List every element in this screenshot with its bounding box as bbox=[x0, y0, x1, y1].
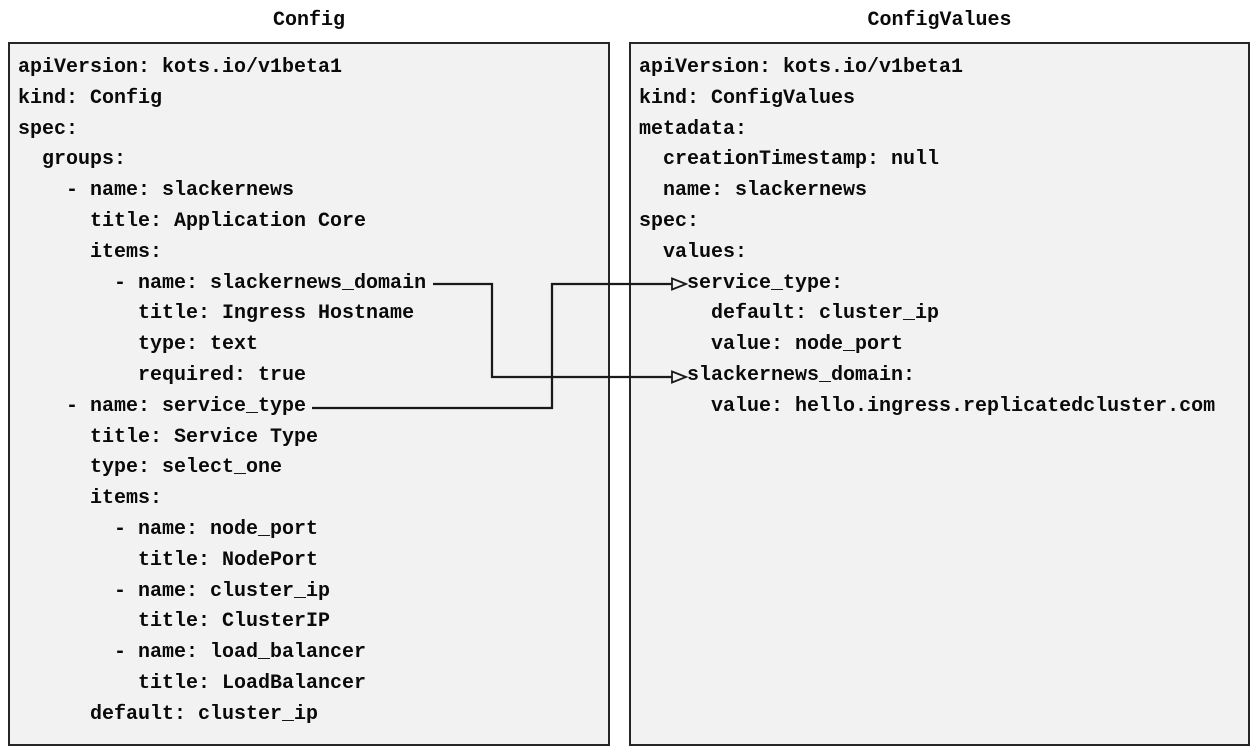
code-line: default: cluster_ip bbox=[639, 302, 940, 326]
code-line: title: Application Core bbox=[18, 209, 367, 233]
code-line: - name: cluster_ip bbox=[18, 579, 331, 603]
code-line: default: cluster_ip bbox=[18, 702, 319, 726]
code-line: title: Service Type bbox=[18, 425, 319, 449]
code-line: items: bbox=[18, 240, 163, 264]
code-line: creationTimestamp: null bbox=[639, 148, 940, 172]
code-line: type: text bbox=[18, 333, 259, 357]
code-line: required: true bbox=[18, 363, 307, 387]
code-line: name: slackernews bbox=[639, 179, 868, 203]
code-line: kind: ConfigValues bbox=[639, 86, 856, 110]
code-line: - name: slackernews bbox=[18, 179, 295, 203]
code-line: apiVersion: kots.io/v1beta1 bbox=[18, 56, 343, 79]
code-line: - name: slackernews_domain bbox=[18, 271, 427, 295]
config-panel: apiVersion: kots.io/v1beta1 kind: Config s… bbox=[8, 42, 610, 746]
code-line: - name: service_type bbox=[18, 394, 307, 418]
code-line: title: NodePort bbox=[18, 548, 319, 572]
configvalues-panel: apiVersion: kots.io/v1beta1 kind: ConfigV… bbox=[629, 42, 1250, 746]
code-line: groups: bbox=[18, 148, 127, 172]
code-line: kind: Config bbox=[18, 86, 163, 110]
code-line: apiVersion: kots.io/v1beta1 bbox=[639, 56, 964, 79]
code-line: value: hello.ingress.replicatedcluster.c… bbox=[639, 394, 1216, 418]
configvalues-panel-title: ConfigValues bbox=[867, 9, 1012, 32]
code-line: values: bbox=[639, 240, 748, 264]
code-line: spec: bbox=[18, 117, 79, 141]
code-line: type: select_one bbox=[18, 456, 283, 480]
code-line: - name: node_port bbox=[18, 517, 319, 541]
code-line: metadata: bbox=[639, 117, 748, 141]
code-line: service_type: bbox=[639, 271, 844, 295]
config-panel-title: Config bbox=[272, 9, 345, 32]
code-line: title: ClusterIP bbox=[18, 610, 331, 634]
code-line: spec: bbox=[639, 209, 700, 233]
code-line: items: bbox=[18, 487, 163, 511]
code-line: slackernews_domain: bbox=[639, 363, 916, 387]
code-line: value: node_port bbox=[639, 333, 904, 357]
code-line: title: Ingress Hostname bbox=[18, 302, 415, 326]
code-line: - name: load_balancer bbox=[18, 641, 367, 665]
code-line: title: LoadBalancer bbox=[18, 671, 367, 695]
